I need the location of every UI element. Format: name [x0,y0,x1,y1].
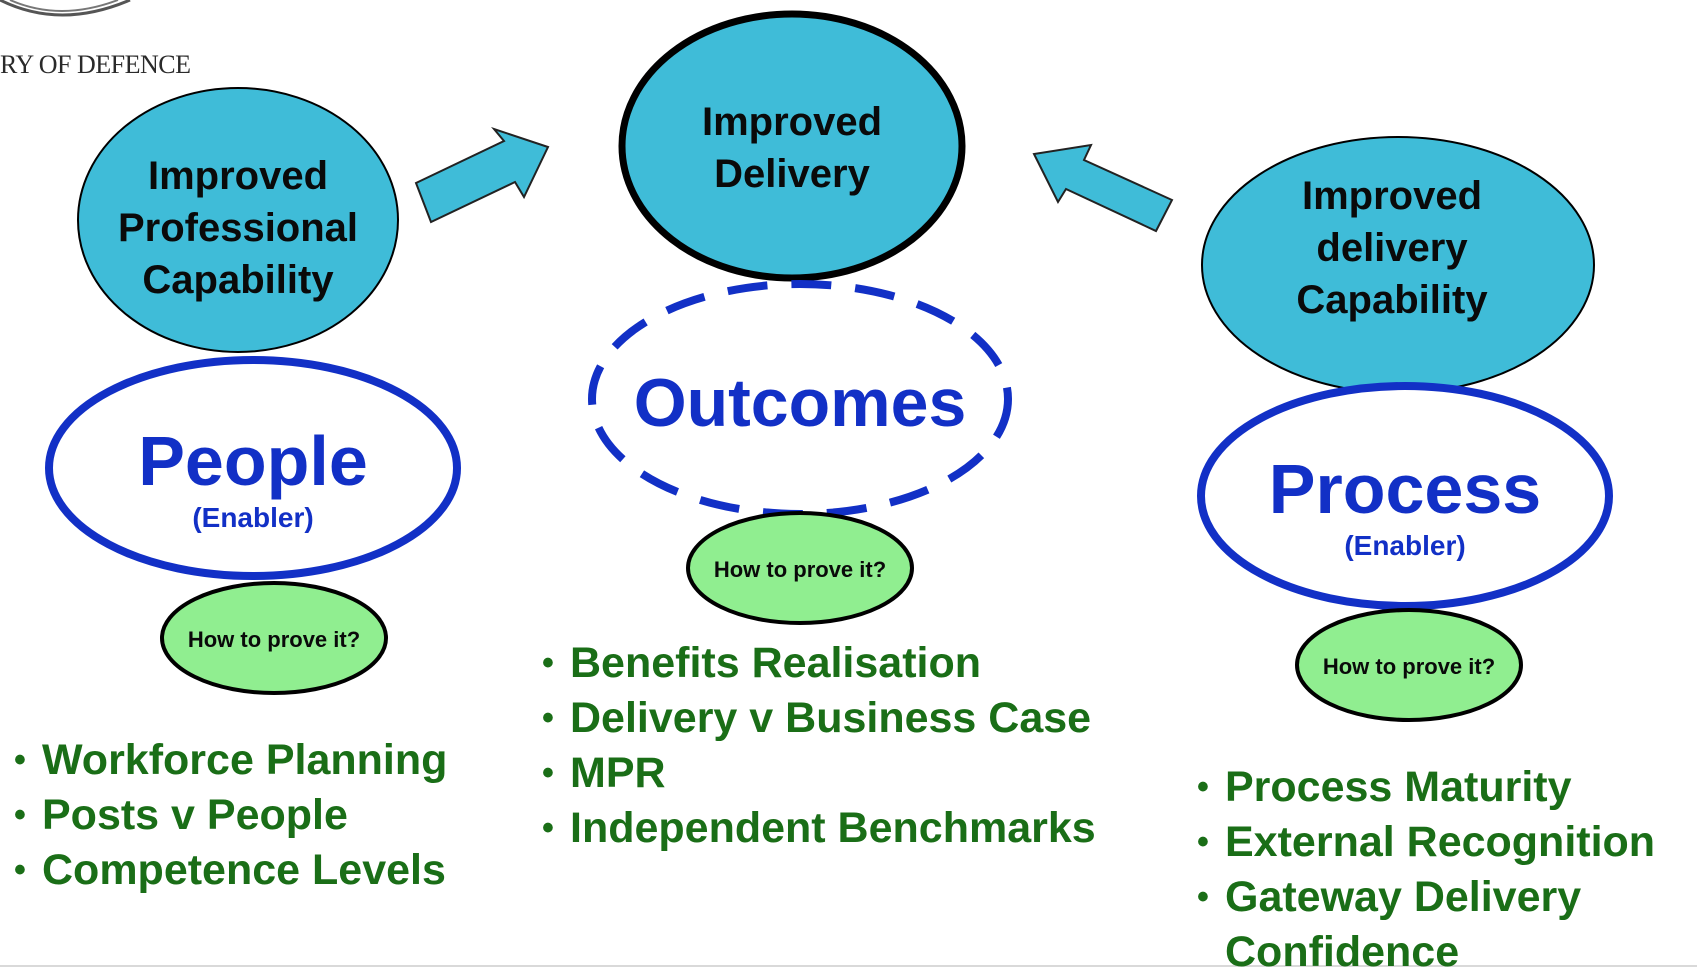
goal-label: Improved Delivery [622,96,962,200]
left-capability-line2: Professional [117,206,359,250]
list-item: Competence Levels [14,843,447,898]
process-title: Process [1268,450,1542,528]
list-item: Posts v People [14,788,447,843]
left-capability-oval [77,87,399,353]
left-prove-oval [160,581,388,695]
middle-prove-oval [686,511,914,625]
list-item: Workforce Planning [14,733,447,788]
outcomes-label: Outcomes [633,365,967,441]
logo-text: RY OF DEFENCE [0,50,191,79]
middle-bullet-list: Benefits Realisation Delivery v Business… [542,636,1096,856]
left-prove-label: How to prove it? [187,627,361,652]
left-bullet-list: Workforce Planning Posts v People Compet… [14,733,447,898]
process-oval [1197,382,1613,610]
people-oval [45,356,461,580]
left-to-goal-arrow [414,126,550,224]
list-item: Delivery v Business Case [542,691,1096,746]
list-item: Gateway Delivery Confidence [1197,870,1655,980]
ministry-emblem-icon [0,0,131,17]
people-title: People [138,422,368,500]
right-capability-line2: delivery [1316,226,1468,270]
process-subtitle: (Enabler) [1344,530,1466,561]
list-item-line2: Confidence [1225,928,1460,976]
goal-label-line1: Improved [701,100,883,144]
goal-oval [618,10,966,282]
list-item: MPR [542,746,1096,801]
left-capability-line1: Improved [147,154,329,198]
right-capability-line1: Improved [1301,174,1483,218]
middle-prove-label: How to prove it? [713,557,887,582]
right-prove-oval [1295,608,1523,722]
right-to-goal-arrow [1032,143,1174,233]
goal-label-line2: Delivery [714,152,870,196]
left-capability-line3: Capability [142,258,334,302]
right-bullet-list: Process Maturity External Recognition Ga… [1197,760,1655,980]
list-item-line1: Gateway Delivery [1225,873,1582,921]
right-prove-label: How to prove it? [1322,654,1496,679]
right-capability-line3: Capability [1296,278,1488,322]
left-capability-label: Improved Professional Capability [78,150,398,306]
right-capability-label: Improved delivery Capability [1222,170,1562,326]
list-item: Benefits Realisation [542,636,1096,691]
list-item: Independent Benchmarks [542,801,1096,856]
list-item: Process Maturity [1197,760,1655,815]
list-item: External Recognition [1197,815,1655,870]
people-subtitle: (Enabler) [192,502,314,533]
